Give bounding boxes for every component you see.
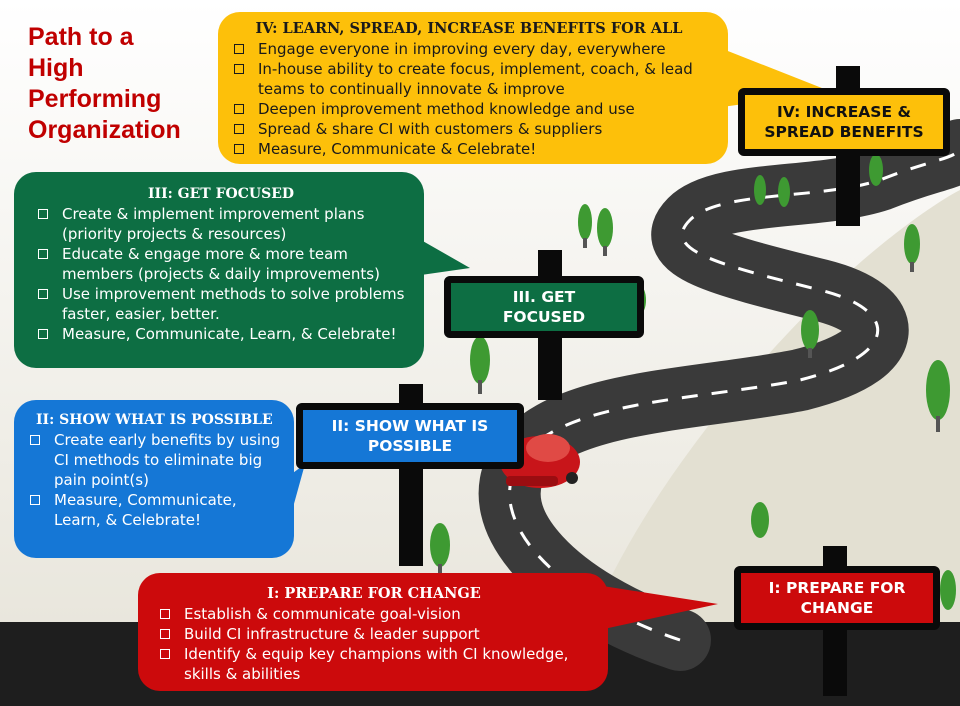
stage4-callout: IV: LEARN, SPREAD, INCREASE BENEFITS FOR… bbox=[218, 12, 728, 164]
stage2-sign-line: II: SHOW WHAT IS bbox=[331, 417, 489, 435]
stage4-item: Deepen improvement method knowledge and … bbox=[228, 99, 710, 119]
stage4-list: Engage everyone in improving every day, … bbox=[228, 39, 710, 159]
stage2-heading: II: SHOW WHAT IS POSSIBLE bbox=[36, 412, 273, 428]
stage3-item: Educate & engage more & more team member… bbox=[32, 244, 410, 284]
stage2-item: Measure, Communicate, Learn, & Celebrate… bbox=[24, 490, 286, 530]
stage3-callout: III: GET FOCUSED Create & implement impr… bbox=[14, 172, 424, 368]
title-line: Performing bbox=[28, 85, 162, 113]
stage2-sign-line: POSSIBLE bbox=[367, 437, 453, 455]
stage3-sign: III. GET FOCUSED bbox=[444, 276, 644, 338]
stage4-sign: IV: INCREASE & SPREAD BENEFITS bbox=[738, 88, 950, 156]
stage4-item: Measure, Communicate & Celebrate! bbox=[228, 139, 710, 159]
stage1-item: Establish & communicate goal-vision bbox=[154, 604, 594, 624]
stage2-callout: II: SHOW WHAT IS POSSIBLE Create early b… bbox=[14, 400, 294, 558]
stage1-pointer bbox=[590, 584, 718, 632]
stage4-item: Engage everyone in improving every day, … bbox=[228, 39, 710, 59]
stage1-sign-line: I: PREPARE FOR bbox=[768, 579, 906, 597]
stage4-sign-line: IV: INCREASE & bbox=[777, 103, 911, 121]
stage3-list: Create & implement improvement plans (pr… bbox=[32, 204, 410, 344]
stage1-item: Identify & equip key champions with CI k… bbox=[154, 644, 594, 684]
title-line: Organization bbox=[28, 116, 181, 144]
stage3-item: Use improvement methods to solve problem… bbox=[32, 284, 410, 324]
stage1-heading: I: PREPARE FOR CHANGE bbox=[267, 585, 481, 602]
stage2-item: Create early benefits by using CI method… bbox=[24, 430, 286, 490]
title-line: Path to a bbox=[28, 23, 134, 51]
stage3-sign-line: III. GET bbox=[512, 288, 576, 306]
stage4-sign-line: SPREAD BENEFITS bbox=[764, 123, 924, 141]
stage3-sign-line: FOCUSED bbox=[502, 308, 586, 326]
stage3-item: Measure, Communicate, Learn, & Celebrate… bbox=[32, 324, 410, 344]
page-title: Path to a High Performing Organization bbox=[28, 22, 218, 146]
stage1-sign-line: CHANGE bbox=[800, 599, 874, 617]
title-line: High bbox=[28, 54, 84, 82]
stage4-item: In-house ability to create focus, implem… bbox=[228, 59, 710, 99]
stage1-list: Establish & communicate goal-vision Buil… bbox=[154, 604, 594, 684]
stage4-item: Spread & share CI with customers & suppl… bbox=[228, 119, 710, 139]
stage2-sign: II: SHOW WHAT IS POSSIBLE bbox=[296, 403, 524, 469]
stage1-item: Build CI infrastructure & leader support bbox=[154, 624, 594, 644]
stage3-heading: III: GET FOCUSED bbox=[147, 186, 294, 202]
stage2-list: Create early benefits by using CI method… bbox=[24, 430, 286, 530]
stage3-item: Create & implement improvement plans (pr… bbox=[32, 204, 410, 244]
stage1-callout: I: PREPARE FOR CHANGE Establish & commun… bbox=[138, 573, 608, 691]
stage1-sign: I: PREPARE FOR CHANGE bbox=[734, 566, 940, 630]
trees bbox=[430, 154, 956, 610]
stage4-heading: IV: LEARN, SPREAD, INCREASE BENEFITS FOR… bbox=[255, 20, 683, 37]
